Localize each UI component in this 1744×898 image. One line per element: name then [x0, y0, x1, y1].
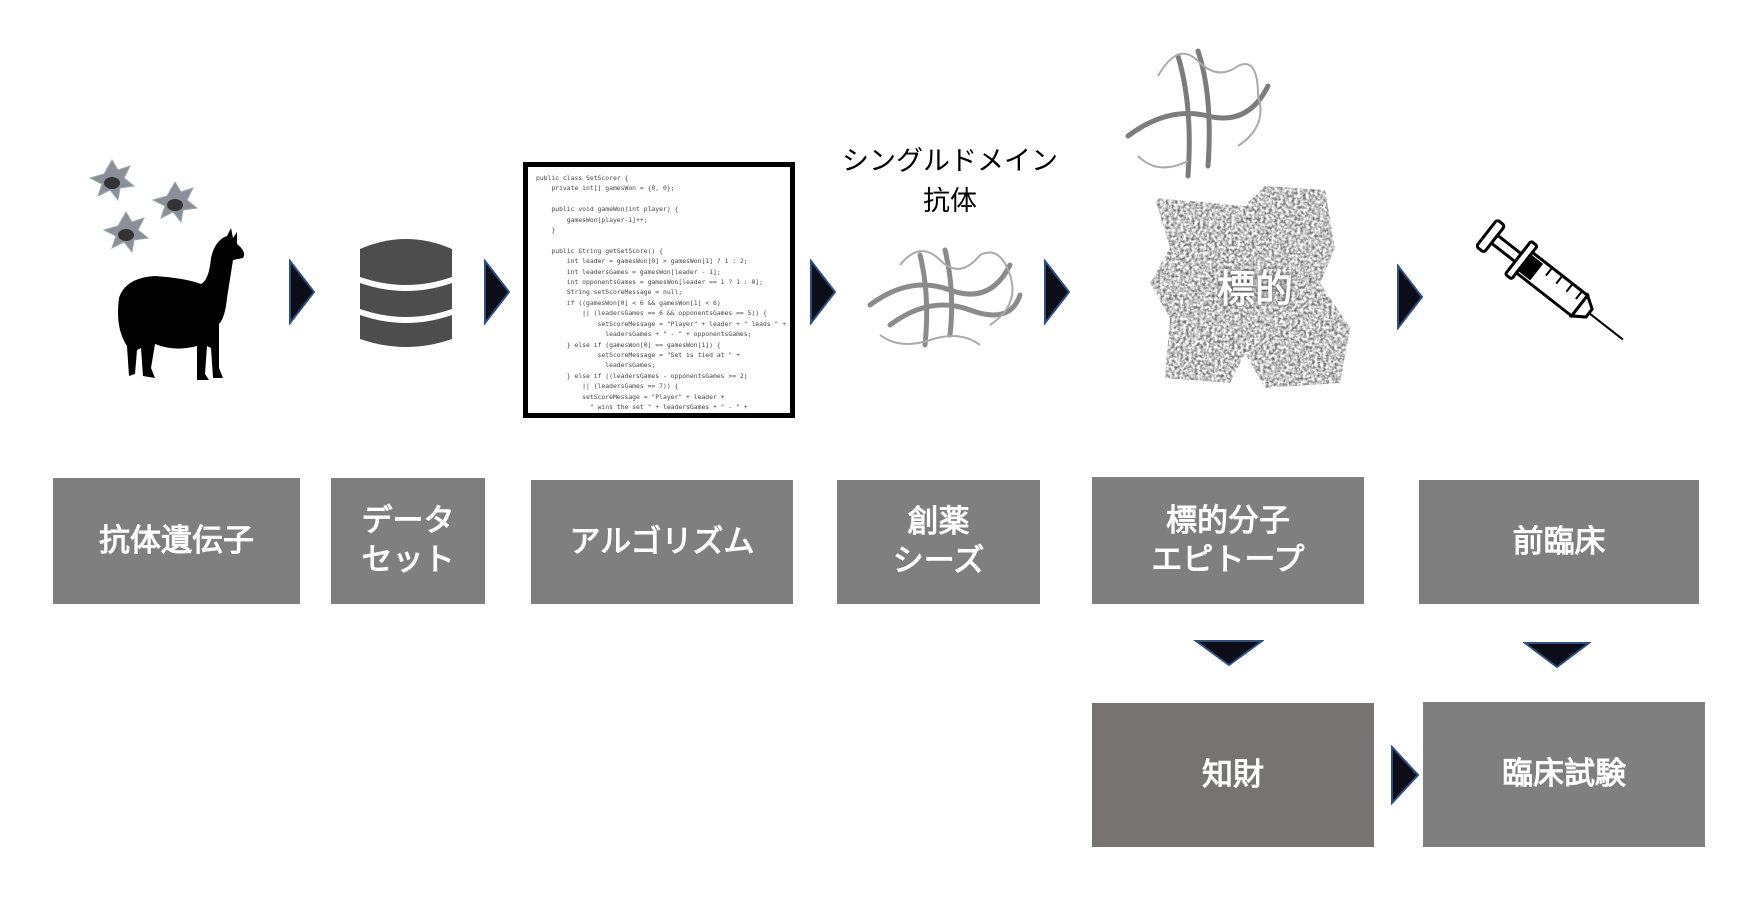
- single-domain-antibody-text: シングルドメイン 抗体: [842, 146, 1058, 217]
- arrow-down-icon: [1523, 642, 1591, 669]
- step-antibody-genes: 抗体遺伝子: [53, 478, 300, 604]
- step-label: 知財: [1202, 756, 1264, 793]
- step-clinical-trial: 臨床試験: [1423, 702, 1705, 847]
- protein-icon: [867, 247, 1023, 348]
- step-target-epitope: 標的分子 エピトープ: [1092, 477, 1364, 604]
- syringe-icon: [1475, 219, 1624, 341]
- step-label: 創薬 シーズ: [892, 504, 985, 579]
- database-icon: [360, 239, 452, 347]
- alpaca-icon: [118, 228, 245, 380]
- arrow-right-icon: [289, 259, 316, 325]
- step-label: データ セット: [361, 503, 455, 578]
- code-icon: public class SetScorer { private int[] g…: [523, 162, 795, 418]
- arrow-right-icon: [810, 259, 837, 325]
- single-domain-antibody-title: シングルドメイン 抗体: [820, 142, 1080, 222]
- arrow-right-icon: [484, 259, 511, 325]
- arrow-right-icon: [1044, 259, 1071, 325]
- step-label: 前臨床: [1512, 523, 1606, 560]
- code-snippet: public class SetScorer { private int[] g…: [536, 174, 787, 418]
- arrow-right-icon: [1391, 745, 1420, 805]
- step-label: 標的分子 エピトープ: [1151, 502, 1305, 578]
- step-label: 臨床試験: [1502, 756, 1626, 793]
- cells-icon: [88, 159, 199, 254]
- step-dataset: データ セット: [331, 478, 485, 604]
- target-protein-icon: [1150, 186, 1350, 388]
- step-label: アルゴリズム: [569, 523, 755, 560]
- step-label: 抗体遺伝子: [99, 522, 254, 559]
- protein-icon: [1125, 48, 1271, 179]
- step-intellectual-property: 知財: [1092, 703, 1374, 847]
- arrow-down-icon: [1194, 640, 1264, 667]
- arrow-right-icon: [1397, 264, 1424, 330]
- step-drug-seeds: 創薬 シーズ: [837, 480, 1040, 604]
- target-label: 標的: [1216, 267, 1293, 311]
- step-algorithm: アルゴリズム: [531, 480, 793, 604]
- step-preclinical: 前臨床: [1419, 480, 1699, 604]
